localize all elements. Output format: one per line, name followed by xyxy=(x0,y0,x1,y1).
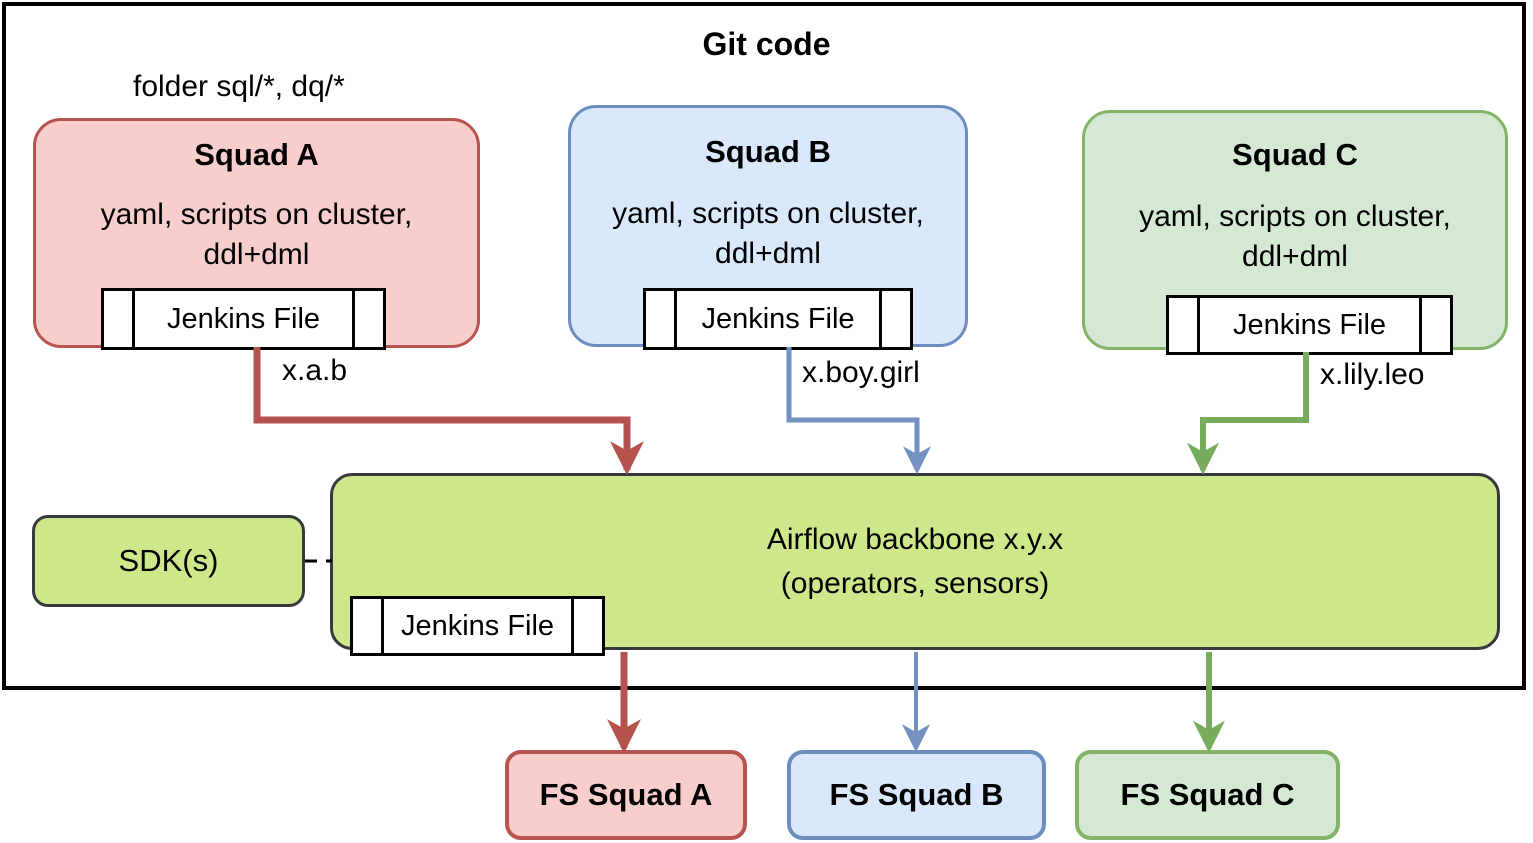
jenkins-file-tape-squad-a: Jenkins File xyxy=(101,288,386,350)
diagram-title: Git code xyxy=(702,26,831,62)
fs-squad-c-node: FS Squad C xyxy=(1075,750,1340,840)
jenkins-file-label-squad-c: Jenkins File xyxy=(1232,308,1387,341)
airflow-backbone-node: Airflow backbone x.y.x (operators, senso… xyxy=(330,473,1500,656)
squad-b-body: yaml, scripts on cluster, ddl+dml xyxy=(571,194,965,274)
squad-c-body-line2: ddl+dml xyxy=(1242,240,1348,273)
squad-a-node: Squad A yaml, scripts on cluster, ddl+dm… xyxy=(33,118,480,350)
squad-a-title: Squad A xyxy=(194,137,319,172)
airflow-backbone-line1: Airflow backbone x.y.x xyxy=(766,522,1064,556)
squad-a-body-line1: yaml, scripts on cluster, xyxy=(100,198,413,231)
version-label-squad-a: x.a.b xyxy=(282,354,348,387)
squad-b-body-line1: yaml, scripts on cluster, xyxy=(612,197,924,230)
squad-b-title: Squad B xyxy=(705,134,831,169)
squad-a-body-line2: ddl+dml xyxy=(203,238,310,271)
folder-path-label: folder sql/*, dq/* xyxy=(133,70,345,103)
fs-squad-c-label: FS Squad C xyxy=(1120,777,1295,812)
squad-b-node: Squad B yaml, scripts on cluster, ddl+dm… xyxy=(568,105,968,350)
squad-c-body-line1: yaml, scripts on cluster, xyxy=(1139,200,1451,233)
fs-squad-a-label: FS Squad A xyxy=(539,777,713,812)
jenkins-file-tape-squad-c: Jenkins File xyxy=(1166,295,1453,355)
version-label-squad-b: x.boy.girl xyxy=(802,356,920,389)
sdk-node: SDK(s) xyxy=(32,515,305,607)
jenkins-file-tape-airflow: Jenkins File xyxy=(350,596,605,656)
jenkins-file-tape-squad-b: Jenkins File xyxy=(643,288,913,350)
squad-c-node: Squad C yaml, scripts on cluster, ddl+dm… xyxy=(1082,110,1508,355)
squad-c-title: Squad C xyxy=(1232,137,1358,172)
airflow-backbone-text: Airflow backbone x.y.x (operators, senso… xyxy=(333,476,1497,647)
airflow-backbone-line2: (operators, sensors) xyxy=(780,566,1050,600)
sdk-label: SDK(s) xyxy=(118,543,219,578)
fs-squad-b-node: FS Squad B xyxy=(787,750,1046,840)
squad-c-body: yaml, scripts on cluster, ddl+dml xyxy=(1085,197,1505,277)
squad-a-body: yaml, scripts on cluster, ddl+dml xyxy=(36,195,477,275)
fs-squad-b-label: FS Squad B xyxy=(829,777,1004,812)
jenkins-file-label-squad-a: Jenkins File xyxy=(166,302,321,335)
squad-b-body-line2: ddl+dml xyxy=(715,237,821,270)
jenkins-file-label-airflow: Jenkins File xyxy=(400,609,555,642)
version-label-squad-c: x.lily.leo xyxy=(1320,358,1425,391)
fs-squad-a-node: FS Squad A xyxy=(505,750,747,840)
jenkins-file-label-squad-b: Jenkins File xyxy=(701,302,855,335)
